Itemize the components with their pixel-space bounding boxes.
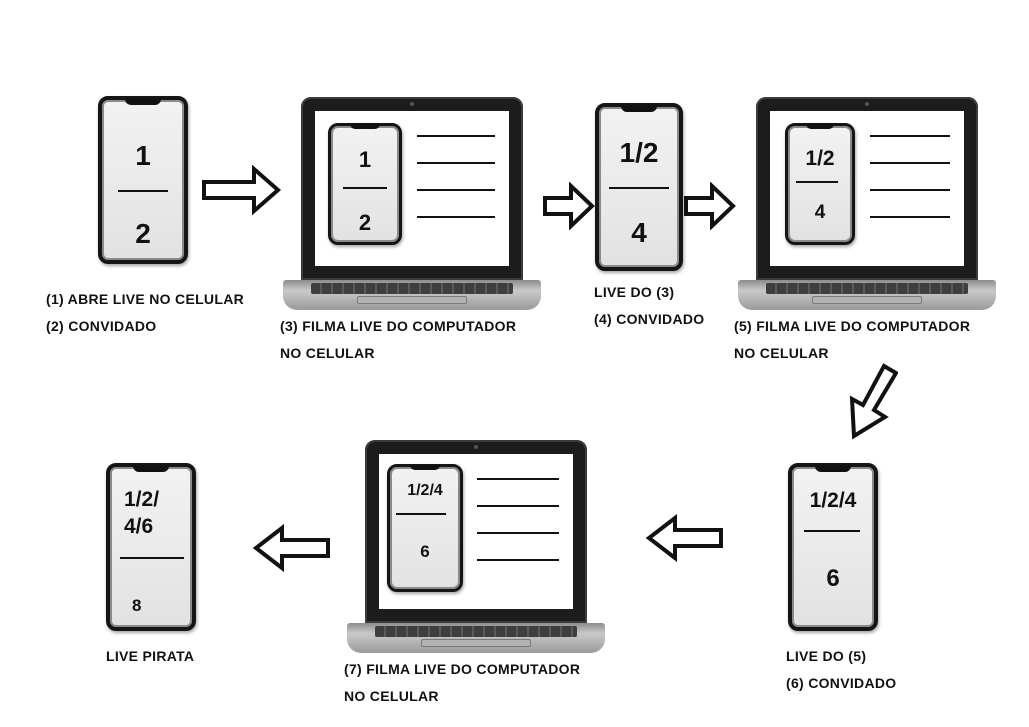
caption-step-5-line-2: NO CELULAR bbox=[734, 345, 829, 361]
text-line bbox=[477, 478, 559, 480]
phone-top-number: 1 bbox=[135, 140, 151, 171]
phone-bottom-number: 6 bbox=[826, 565, 840, 592]
phone-bottom-number: 8 bbox=[132, 596, 142, 615]
phone-divider bbox=[120, 557, 184, 559]
laptop-camera bbox=[410, 102, 414, 106]
text-line bbox=[870, 216, 950, 218]
down-left-arrow-icon bbox=[849, 363, 898, 440]
phone-divider bbox=[804, 530, 860, 532]
caption-step-4-line-2: (4) CONVIDADO bbox=[594, 311, 705, 327]
phone-top-number: 1/2 bbox=[805, 147, 835, 170]
laptop-base bbox=[347, 623, 605, 653]
phone-on-screen: 1/2/4 6 bbox=[387, 464, 463, 592]
phone-notch bbox=[409, 465, 441, 470]
phone-notch bbox=[124, 98, 162, 105]
caption-step-3-line-1: (3) FILMA LIVE DO COMPUTADOR bbox=[280, 318, 517, 334]
phone-divider bbox=[343, 187, 387, 189]
phone-top-line-1: 1/2/ bbox=[124, 488, 160, 511]
caption-step-7-line-1: (7) FILMA LIVE DO COMPUTADOR bbox=[344, 661, 581, 677]
text-line bbox=[417, 216, 495, 218]
right-arrow-icon bbox=[202, 165, 282, 215]
caption-step-4-line-1: LIVE DO (3) bbox=[594, 284, 675, 300]
laptop-trackpad bbox=[421, 639, 531, 647]
laptop-lid: 1 2 bbox=[301, 97, 523, 280]
text-line bbox=[477, 559, 559, 561]
phone-divider bbox=[118, 190, 168, 192]
laptop-camera bbox=[865, 102, 869, 106]
caption-step-7-line-2: NO CELULAR bbox=[344, 688, 439, 704]
caption-step-1-line-2: (2) CONVIDADO bbox=[46, 318, 157, 334]
phone-top-number: 1/2/4 bbox=[809, 489, 857, 512]
right-arrow-icon bbox=[543, 182, 595, 230]
laptop-lid: 1/2/4 6 bbox=[365, 440, 587, 623]
phone-bottom-number: 2 bbox=[135, 218, 151, 249]
phone-step-6: 1/2/4 6 bbox=[788, 463, 878, 631]
phone-step-4: 1/2 4 bbox=[595, 103, 683, 271]
left-arrow-icon bbox=[645, 514, 723, 562]
laptop-base bbox=[738, 280, 996, 310]
laptop-lid: 1/2 4 bbox=[756, 97, 978, 280]
laptop-step-7: 1/2/4 6 bbox=[347, 440, 605, 656]
laptop-keyboard bbox=[766, 283, 968, 294]
phone-notch bbox=[132, 465, 170, 472]
caption-step-6-line-2: (6) CONVIDADO bbox=[786, 675, 897, 691]
phone-notch bbox=[805, 124, 835, 129]
phone-top-number: 1/2/4 bbox=[407, 482, 443, 499]
text-line bbox=[870, 162, 950, 164]
phone-bottom-number: 2 bbox=[358, 210, 372, 235]
phone-bottom-number: 6 bbox=[420, 542, 430, 561]
phone-on-screen: 1 2 bbox=[328, 123, 402, 245]
text-line bbox=[477, 505, 559, 507]
text-line bbox=[870, 189, 950, 191]
laptop-step-3: 1 2 bbox=[283, 97, 541, 313]
phone-divider bbox=[796, 181, 838, 183]
phone-on-screen: 1/2 4 bbox=[785, 123, 855, 245]
laptop-screen: 1 2 bbox=[315, 111, 509, 266]
phone-divider bbox=[609, 187, 669, 189]
phone-notch bbox=[814, 465, 852, 472]
laptop-base bbox=[283, 280, 541, 310]
caption-step-6-line-1: LIVE DO (5) bbox=[786, 648, 867, 664]
text-line bbox=[417, 162, 495, 164]
left-arrow-icon bbox=[252, 524, 330, 572]
phone-step-8: 1/2/ 4/6 8 bbox=[106, 463, 196, 631]
caption-step-1-line-1: (1) ABRE LIVE NO CELULAR bbox=[46, 291, 245, 307]
phone-step-1: 1 2 bbox=[98, 96, 188, 264]
phone-notch bbox=[350, 124, 380, 129]
laptop-camera bbox=[474, 445, 478, 449]
phone-top-number: 1/2 bbox=[619, 137, 659, 168]
laptop-keyboard bbox=[375, 626, 577, 637]
text-line bbox=[417, 135, 495, 137]
phone-top-number: 1 bbox=[358, 147, 372, 172]
caption-step-3-line-2: NO CELULAR bbox=[280, 345, 375, 361]
text-line bbox=[870, 135, 950, 137]
laptop-screen: 1/2/4 6 bbox=[379, 454, 573, 609]
laptop-keyboard bbox=[311, 283, 513, 294]
laptop-trackpad bbox=[812, 296, 922, 304]
text-line bbox=[417, 189, 495, 191]
caption-live-pirata: LIVE PIRATA bbox=[106, 648, 195, 664]
phone-divider bbox=[396, 513, 446, 515]
right-arrow-icon bbox=[684, 182, 736, 230]
laptop-trackpad bbox=[357, 296, 467, 304]
phone-top-line-2: 4/6 bbox=[124, 515, 154, 538]
caption-step-5-line-1: (5) FILMA LIVE DO COMPUTADOR bbox=[734, 318, 971, 334]
laptop-step-5: 1/2 4 bbox=[738, 97, 996, 313]
laptop-screen: 1/2 4 bbox=[770, 111, 964, 266]
phone-bottom-number: 4 bbox=[814, 202, 826, 223]
text-line bbox=[477, 532, 559, 534]
phone-notch bbox=[621, 105, 657, 112]
phone-bottom-number: 4 bbox=[631, 217, 647, 248]
